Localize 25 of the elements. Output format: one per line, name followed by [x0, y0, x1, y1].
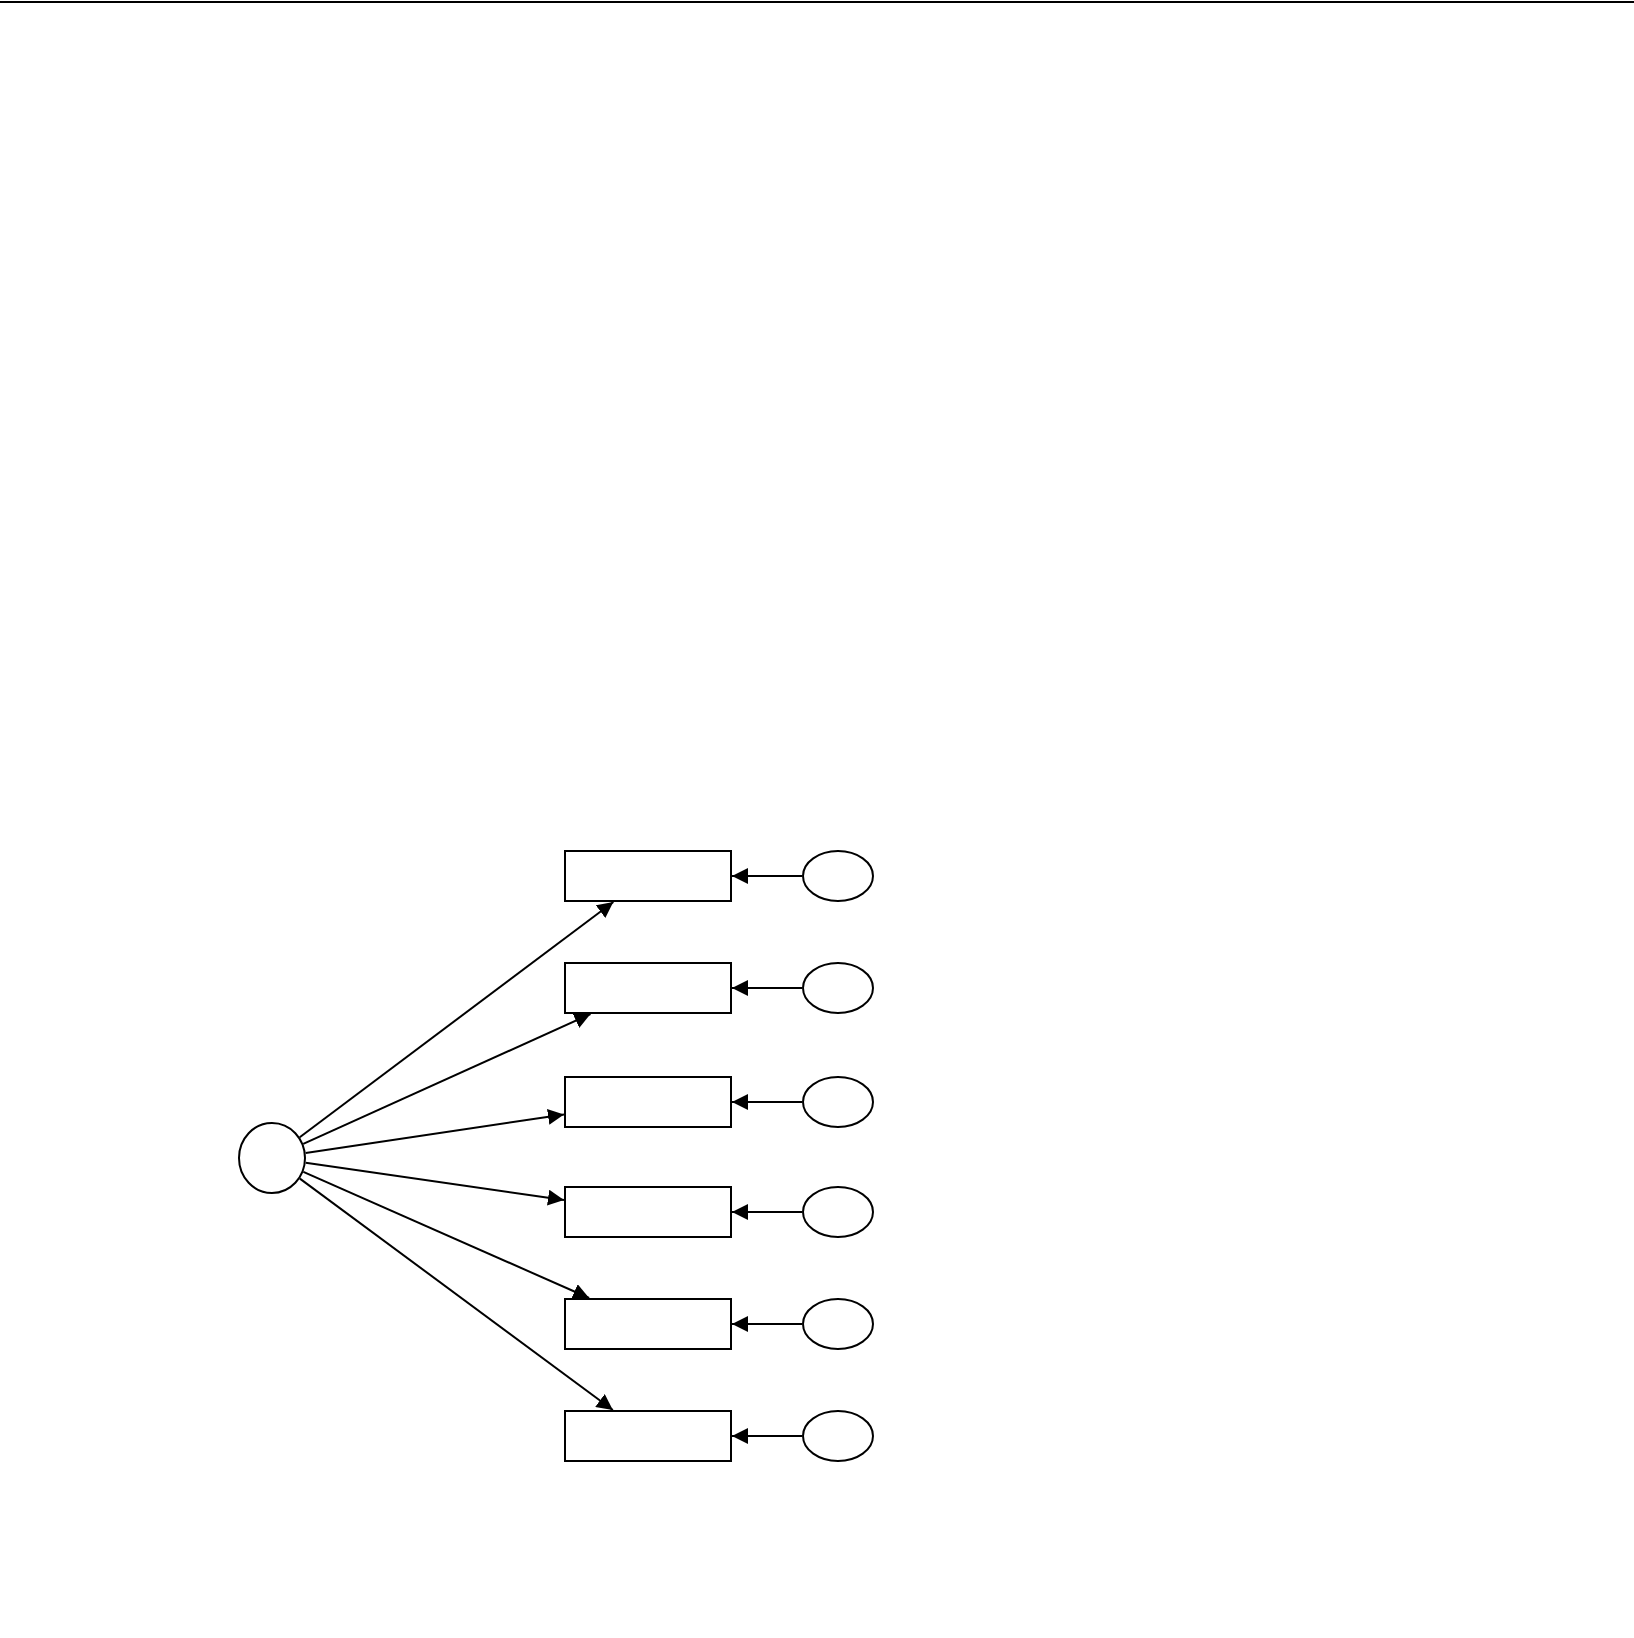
- arrow: [731, 1316, 803, 1332]
- arrow: [302, 1170, 591, 1299]
- arrow: [731, 980, 803, 996]
- arrow: [731, 868, 803, 884]
- arrow: [304, 1108, 565, 1154]
- box-node: [564, 1076, 732, 1128]
- circle-node: [802, 962, 874, 1014]
- box-node: [564, 1186, 732, 1238]
- circle-node: [802, 850, 874, 902]
- box-node: [564, 850, 732, 902]
- box-node: [564, 1298, 732, 1350]
- circle-node: [802, 1298, 874, 1350]
- arrow: [302, 1013, 592, 1145]
- arrow: [731, 1094, 803, 1110]
- arrow: [731, 1428, 803, 1444]
- arrow: [298, 901, 615, 1139]
- arrow: [304, 1161, 565, 1206]
- circle-node: [802, 1410, 874, 1462]
- circle-node: [802, 1076, 874, 1128]
- box-node: [564, 1410, 732, 1462]
- circle-node: [238, 1122, 306, 1194]
- box-node: [564, 962, 732, 1014]
- arrow: [731, 1204, 803, 1220]
- arrow: [298, 1177, 614, 1411]
- circle-node: [802, 1186, 874, 1238]
